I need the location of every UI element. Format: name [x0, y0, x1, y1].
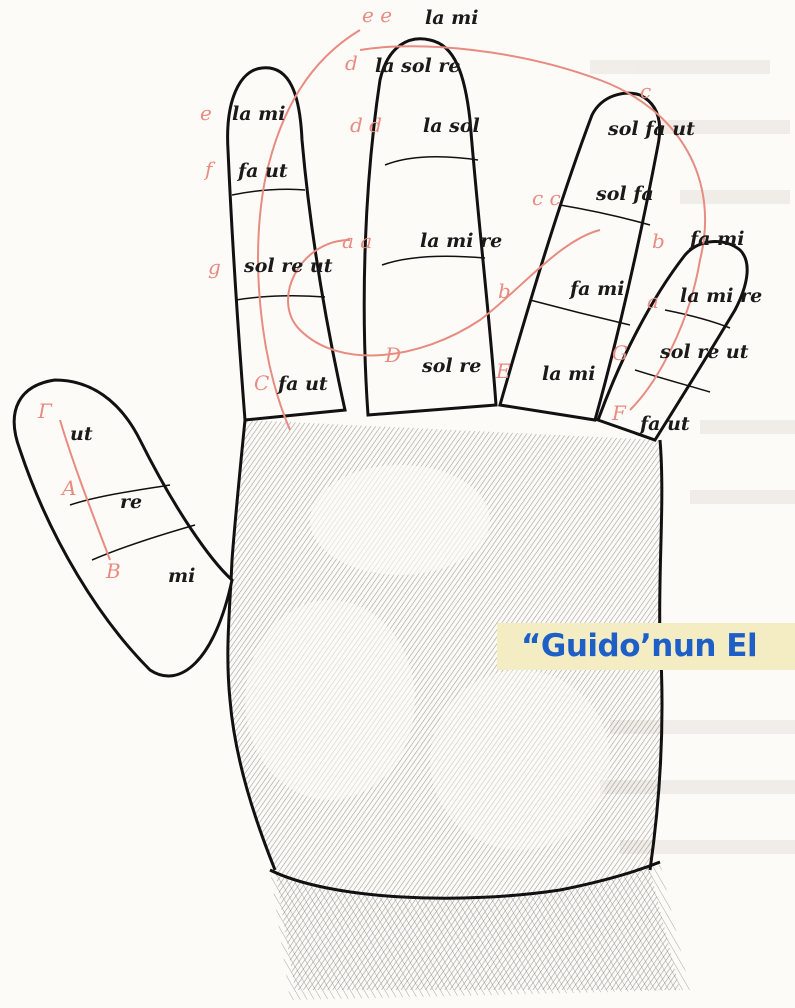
red-letter-c-top: c — [640, 79, 651, 103]
red-letters-aa: a a — [342, 229, 372, 253]
thumb — [14, 380, 232, 676]
red-letter-a-ring: a — [647, 289, 659, 313]
middle-label-3: la sol — [423, 115, 480, 137]
thumb-label-1: ut — [70, 423, 93, 445]
middle-label-5: sol re — [421, 355, 481, 377]
red-letter-d: d — [345, 51, 358, 75]
red-letter-e-left: e — [200, 101, 212, 125]
red-letter-b-middle: b — [498, 279, 511, 303]
thumb-label-2: re — [120, 491, 142, 513]
red-letter-d-middle: D — [384, 343, 401, 367]
red-letter-b-ring: b — [652, 229, 665, 253]
little-label-2: la mi re — [680, 285, 762, 307]
red-letter-g-left: g — [208, 255, 221, 279]
red-letters-dd: d d — [350, 113, 382, 137]
palm — [228, 420, 690, 1000]
ring-label-3: fa mi — [568, 278, 624, 300]
red-letters-ee: e e — [362, 3, 392, 27]
index-label-2: fa ut — [236, 160, 288, 182]
little-label-4: fa ut — [638, 413, 690, 435]
middle-label-4: la mi re — [420, 230, 502, 252]
red-letter-f-left: f — [203, 157, 216, 181]
little-label-3: sol re ut — [659, 341, 749, 363]
red-letter-a-thumb: A — [60, 476, 76, 500]
red-letter-c-left: C — [254, 371, 269, 395]
index-label-4: fa ut — [276, 373, 328, 395]
title-banner-text: “Guido’nun El — [521, 628, 757, 664]
red-letter-e-middle: E — [495, 359, 511, 383]
little-label-1: fa mi — [688, 228, 744, 250]
red-letters-cc: c c — [532, 186, 561, 210]
thumb-label-3: mi — [168, 565, 195, 587]
middle-label-1: la mi — [425, 7, 478, 29]
ring-label-4: la mi — [542, 363, 595, 385]
title-banner: “Guido’nun El — [497, 623, 795, 670]
red-letter-b-thumb: B — [105, 559, 121, 583]
index-label-3: sol re ut — [243, 255, 333, 277]
ring-label-1: sol fa ut — [607, 118, 695, 140]
middle-label-2: la sol re — [375, 55, 460, 77]
red-letter-g-ring: G — [612, 341, 628, 365]
index-label-1: la mi — [232, 103, 285, 125]
red-letter-gamma: Γ — [37, 399, 53, 423]
red-letter-f-ring: F — [611, 401, 627, 425]
ring-label-2: sol fa — [595, 183, 654, 205]
